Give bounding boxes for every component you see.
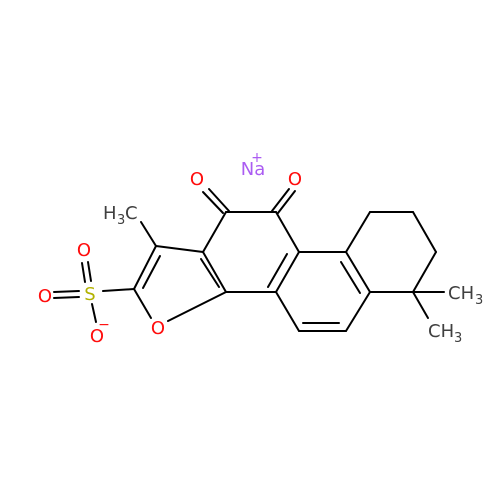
bond-s-o3 [91,303,97,323]
sulfonate-oxygen-3: O [90,326,104,347]
bond-c15-c16 [412,251,437,293]
methyl3-subscript: 3 [454,331,462,346]
bond-c14-c15 [412,211,437,253]
methyl-label-1: H 3 C [103,203,138,228]
bond-c6-c1 [202,211,227,253]
bond-s-o2-b [53,296,80,299]
methyl2-ch: CH [448,283,474,304]
methyl1-subscript: 3 [117,213,125,228]
bond-s-o1-b [81,262,86,283]
bond-c16-methyl3 [412,291,429,319]
methyl3-ch: CH [428,321,454,342]
bond-c9-c10 [345,251,371,293]
ketone-oxygen-1: O [190,169,204,190]
bond-s-o2-a [53,290,80,293]
sodium-label: Na [241,159,266,180]
bond-c7-c8-inner [142,255,161,289]
bond-c7-methyl [140,221,157,247]
methyl-label-2: CH 3 [448,283,483,308]
sodium-charge: + [251,150,263,166]
methyl-label-3: CH 3 [428,321,462,346]
ketone-oxygen-2: O [288,169,302,190]
bond-c1-o1-a [208,188,230,212]
methyl1-c: C [125,203,138,224]
bond-of-c5 [167,291,227,322]
bond-c12-c4 [275,291,300,332]
bond-c9-c10-inner [340,261,361,294]
sulfonate-oxygen-3-charge: − [98,317,110,333]
bond-c5-c6 [202,251,227,293]
bond-c2-o2-a [271,188,290,212]
bond-c1-o1-b [202,191,224,214]
bond-c10-c11 [345,291,371,332]
bonds [53,188,445,332]
bond-s-o1-a [87,261,92,282]
bond-c9-c13 [345,211,371,253]
methyl2-subscript: 3 [475,293,483,308]
sulfonate-oxygen-2: O [38,286,52,307]
atom-labels: O O Na + O S O O O − H 3 C CH 3 CH 3 [38,150,483,347]
bond-c6-c7 [155,245,204,253]
methyl1-h: H [103,203,117,224]
bond-c2-o2-b [277,190,296,214]
bond-c2-c3 [275,211,300,253]
bond-c7-c8 [133,245,157,290]
bond-c3-c4 [275,251,300,293]
bond-c8-s [102,288,135,292]
sulfur-label: S [84,284,95,305]
furan-oxygen: O [151,318,165,339]
bond-c5-c6-inner [200,258,220,288]
sulfonate-oxygen-1: O [77,240,91,261]
bond-c3-c4-inner [267,253,288,288]
bond-c8-of [133,288,152,319]
